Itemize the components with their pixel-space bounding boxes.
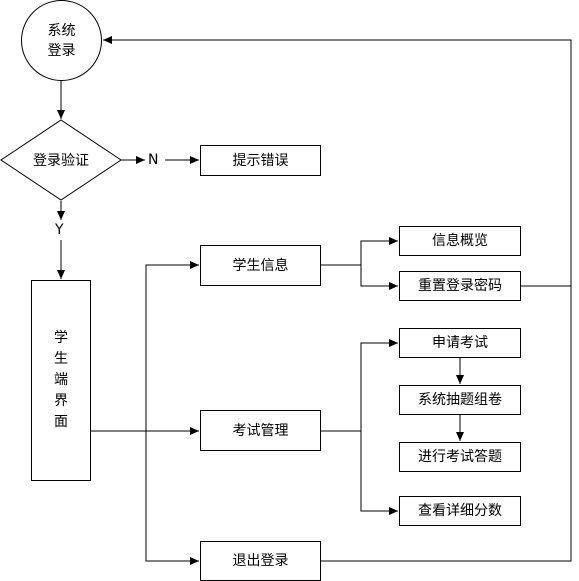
edge-reset-to-start — [103, 36, 572, 287]
edge-student-ui-to-logout — [145, 431, 199, 565]
do-exam-node-label: 进行考试答题 — [418, 449, 502, 465]
edge-logout-to-start — [321, 286, 572, 562]
yes-label: Y — [54, 222, 65, 238]
reset-password-node: 重置登录密码 — [399, 271, 521, 301]
draw-paper-node-label: 系统抽题组卷 — [418, 392, 502, 408]
verify-diamond-shape — [0, 119, 122, 201]
start-node-label: 系统 登录 — [47, 22, 76, 59]
no-label: N — [147, 152, 160, 168]
exam-manage-node: 考试管理 — [200, 410, 321, 451]
view-scores-node: 查看详细分数 — [399, 496, 521, 526]
view-scores-node-label: 查看详细分数 — [418, 503, 502, 519]
student-info-node: 学生信息 — [200, 245, 321, 286]
start-node: 系统 登录 — [21, 0, 102, 81]
info-overview-node: 信息概览 — [399, 226, 521, 256]
edge-student-info-to-reset — [360, 265, 398, 290]
logout-node-label: 退出登录 — [232, 553, 289, 569]
logout-node: 退出登录 — [200, 541, 321, 581]
error-node: 提示错误 — [200, 145, 321, 176]
student-ui-node: 学生端界面 — [31, 280, 91, 481]
draw-paper-node: 系统抽题组卷 — [399, 385, 521, 415]
edge-exam-to-apply — [321, 339, 398, 432]
do-exam-node: 进行考试答题 — [399, 442, 521, 472]
verify-decision-label: 登录验证 — [33, 153, 89, 169]
apply-exam-node: 申请考试 — [399, 328, 521, 358]
edge-student-info-to-overview — [321, 237, 398, 266]
student-ui-node-label: 学生端界面 — [54, 330, 68, 430]
student-info-node-label: 学生信息 — [232, 257, 289, 274]
reset-password-node-label: 重置登录密码 — [418, 278, 502, 294]
apply-exam-node-label: 申请考试 — [432, 335, 488, 351]
exam-manage-node-label: 考试管理 — [232, 422, 289, 439]
error-node-label: 提示错误 — [232, 152, 289, 169]
info-overview-node-label: 信息概览 — [432, 233, 488, 249]
edge-student-ui-to-student-info — [91, 261, 199, 432]
edge-exam-to-scores — [360, 431, 398, 515]
verify-decision: 登录验证 — [0, 119, 122, 201]
